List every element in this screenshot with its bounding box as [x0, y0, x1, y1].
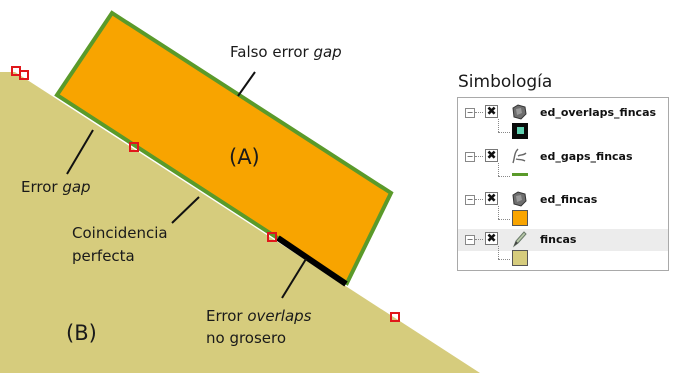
tree-expand-icon[interactable]: − — [465, 195, 475, 205]
symbol-swatch — [512, 210, 528, 226]
symbol-swatch-inner — [517, 127, 524, 134]
legend-layer-fincas[interactable]: − ✖ fincas — [458, 229, 668, 273]
tree-connector — [475, 199, 483, 200]
symbol-swatch — [512, 173, 528, 176]
tree-connector — [498, 176, 510, 177]
label-italic: gap — [62, 178, 91, 196]
label-falso-error-gap: Falso error gap — [230, 43, 342, 61]
label-error-overlaps: Error overlaps no grosero — [206, 305, 312, 349]
label-italic: overlaps — [247, 307, 312, 325]
label-italic: gap — [313, 43, 342, 61]
label-text: Falso error — [230, 43, 314, 61]
label-region-b: (B) — [66, 321, 97, 345]
tree-expand-icon[interactable]: − — [465, 235, 475, 245]
tree-connector — [498, 219, 510, 220]
terrain-polygon-b — [0, 72, 480, 373]
parcel-polygon-a — [54, 10, 394, 286]
label-error-gap: Error gap — [21, 178, 91, 196]
pencil-layer-icon — [512, 231, 527, 248]
tree-connector — [498, 119, 499, 132]
vertex-marker — [267, 232, 277, 242]
label-text: Error — [206, 307, 248, 325]
label-line: perfecta — [72, 247, 135, 265]
layer-visibility-checkbox[interactable]: ✖ — [485, 104, 498, 118]
vertex-marker — [129, 142, 139, 152]
tree-connector — [498, 246, 499, 259]
tree-connector — [498, 259, 510, 260]
label-coincidencia-perfecta: Coincidencia perfecta — [72, 222, 168, 268]
tree-connector — [498, 132, 510, 133]
legend-title: Simbología — [458, 72, 553, 92]
symbol-swatch — [512, 123, 528, 139]
tree-connector — [475, 112, 483, 113]
symbol-swatch — [512, 250, 528, 266]
legend-layer-gaps[interactable]: − ✖ ed_gaps_fincas — [458, 146, 668, 190]
selected-row-highlight — [458, 229, 668, 251]
layer-visibility-checkbox[interactable]: ✖ — [485, 191, 498, 205]
label-line: Coincidencia — [72, 224, 168, 242]
label-region-a: (A) — [229, 145, 260, 169]
label-text: Error — [21, 178, 63, 196]
line-layer-icon — [512, 148, 527, 164]
legend-layer-ed-fincas[interactable]: − ✖ ed_fincas — [458, 189, 668, 233]
leader-coincidencia — [171, 196, 200, 224]
vertex-marker — [19, 70, 29, 80]
tree-connector — [498, 206, 499, 219]
legend-layer-overlaps[interactable]: − ✖ ed_overlaps_fincas — [458, 102, 668, 146]
layer-visibility-checkbox[interactable]: ✖ — [485, 148, 498, 162]
tree-connector — [475, 239, 483, 240]
polygon-layer-icon — [512, 104, 527, 120]
layer-name: ed_gaps_fincas — [540, 150, 633, 163]
overlap-error-segment — [276, 235, 348, 287]
layer-name: ed_fincas — [540, 193, 598, 206]
leader-falso-error — [237, 71, 256, 97]
layer-name: ed_overlaps_fincas — [540, 106, 657, 119]
tree-connector — [498, 163, 499, 176]
label-line: no grosero — [206, 329, 287, 347]
tree-expand-icon[interactable]: − — [465, 108, 475, 118]
vertex-markers — [11, 66, 400, 322]
leader-error-gap — [66, 129, 94, 175]
layer-name: fincas — [540, 233, 577, 246]
leader-error-overlaps — [281, 258, 307, 299]
vertex-marker — [390, 312, 400, 322]
label-line: Error overlaps — [206, 305, 312, 327]
tree-expand-icon[interactable]: − — [465, 152, 475, 162]
layer-visibility-checkbox[interactable]: ✖ — [485, 231, 498, 245]
polygon-layer-icon — [512, 191, 527, 207]
tree-connector — [475, 156, 483, 157]
legend-panel: − ✖ ed_overlaps_fincas − ✖ ed_gaps_finca… — [457, 97, 669, 271]
